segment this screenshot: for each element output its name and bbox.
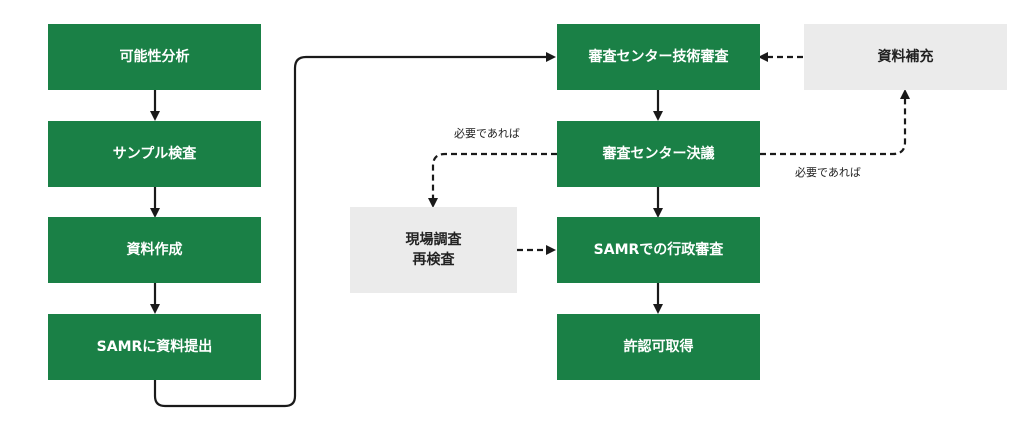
step-license: 許認可取得	[557, 314, 760, 380]
step-sample-test: サンプル検査	[48, 121, 261, 187]
step-admin-review-label: SAMRでの行政審査	[593, 241, 724, 258]
step-feasibility-label: 可能性分析	[119, 48, 190, 65]
note-if-needed-left: 必要であれば	[454, 127, 520, 140]
step-center-decision: 審査センター決議	[557, 121, 760, 187]
step-tech-review: 審査センター技術審査	[557, 24, 760, 90]
optional-retest-label: 再検査	[412, 252, 455, 268]
step-admin-review: SAMRでの行政審査	[557, 217, 760, 283]
step-feasibility: 可能性分析	[48, 24, 261, 90]
optional-supplement: 資料補充	[804, 24, 1007, 90]
step-submit: SAMRに資料提出	[48, 314, 261, 380]
step-license-label: 許認可取得	[623, 338, 694, 355]
dashed-arrow-decision-to-supplement	[760, 89, 910, 156]
arrow-submit-to-tech-review	[153, 52, 556, 408]
step-sample-test-label: サンプル検査	[112, 145, 197, 162]
note-if-needed-right: 必要であれば	[795, 166, 861, 179]
step-submit-label: SAMRに資料提出	[96, 338, 213, 355]
step-center-decision-label: 審査センター決議	[602, 145, 715, 162]
step-doc-prep-label: 資料作成	[126, 241, 183, 258]
optional-onsite-label: 現場調査	[405, 231, 462, 248]
step-tech-review-label: 審査センター技術審査	[588, 48, 729, 65]
step-doc-prep: 資料作成	[48, 217, 261, 283]
dashed-arrow-decision-to-onsite	[428, 152, 557, 208]
optional-supplement-label: 資料補充	[877, 48, 934, 65]
optional-onsite-retest: 現場調査 再検査	[350, 207, 517, 293]
